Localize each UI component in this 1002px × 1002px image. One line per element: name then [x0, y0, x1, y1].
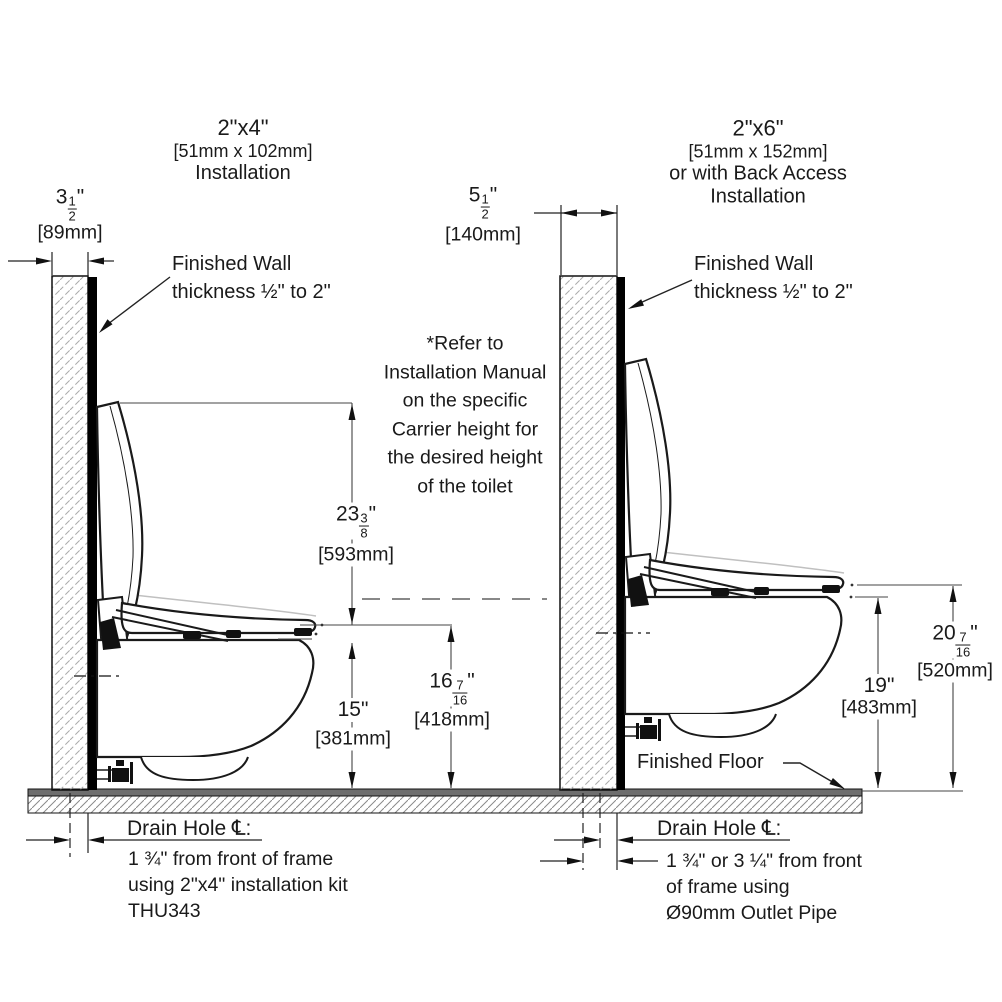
header-left: 2"x4" [51mm x 102mm] Installation	[173, 115, 312, 185]
gap-dot	[320, 623, 324, 627]
toilet-left	[95, 400, 318, 786]
dim-drain-right	[540, 793, 790, 870]
dim-metric-right-wall: [140mm]	[445, 223, 521, 246]
dim-metric-floor-to-seat-right: [520mm]	[914, 659, 996, 683]
dim-whole: 19	[863, 674, 887, 697]
finished-wall-line2: thickness ½" to 2"	[694, 281, 853, 303]
drain-note-line: using 2"x4" installation kit	[128, 874, 348, 896]
note-line: the desired height	[387, 446, 543, 469]
note-line: Carrier height for	[391, 418, 539, 440]
gap-dot	[314, 632, 318, 636]
dim-drain-left	[26, 793, 262, 857]
header-left-metric: [51mm x 102mm]	[173, 141, 313, 161]
header-left-type: Installation	[195, 162, 291, 184]
dim-whole: 23	[335, 502, 360, 526]
leader-finished-floor	[783, 762, 845, 789]
dim-metric-left-wall: [89mm]	[37, 221, 103, 244]
dim-floor-to-seat	[447, 626, 455, 788]
dim-label-floor-to-bowl: 15"	[334, 698, 372, 722]
header-right: 2"x6" [51mm x 152mm] or with Back Access…	[669, 116, 847, 209]
dim-unit: "	[368, 502, 377, 526]
drain-note-line: 1 ¾" from front of frame	[128, 848, 334, 870]
drain-note-line: of frame using	[666, 876, 790, 898]
dim-unit: "	[886, 674, 895, 697]
toilet-right	[623, 357, 846, 743]
left-stud-wall	[51, 275, 97, 791]
dim-unit: "	[360, 698, 369, 721]
dim-lid-to-seat	[120, 402, 452, 626]
dim-unit: "	[489, 183, 498, 207]
dim-floor-to-seat-right	[850, 583, 963, 792]
drain-note-right-title: Drain Hole ℄:	[657, 817, 782, 840]
drain-note-line: 1 ¾" or 3 ¼" from front	[666, 850, 862, 872]
finished-wall-line1: Finished Wall	[694, 253, 814, 275]
dim-metric-floor-to-bowl: [381mm]	[312, 727, 394, 751]
dim-label-floor-to-rim-right: 19"	[860, 674, 898, 698]
dim-right-wall	[534, 205, 618, 275]
note-line: on the specific	[402, 389, 528, 412]
drain-note-left-title: Drain Hole ℄:	[127, 817, 252, 840]
dim-whole: 20	[932, 621, 956, 645]
leader-finished-wall-right	[628, 279, 693, 309]
dim-metric-floor-to-seat: [418mm]	[411, 708, 493, 732]
dim-unit: "	[467, 669, 475, 693]
header-right-type2: Installation	[710, 185, 806, 208]
finished-wall-line1: Finished Wall	[172, 253, 292, 275]
drain-note-line: Ø90mm Outlet Pipe	[666, 902, 838, 924]
carrier-height-note: *Refer to Installation Manual on the spe…	[384, 330, 547, 501]
drain-note-left-body: 1 ¾" from front of frame using 2"x4" ins…	[128, 846, 348, 924]
dim-metric-floor-to-rim-right: [483mm]	[838, 696, 920, 720]
left-finished-wall-strip	[88, 277, 97, 790]
dim-left-wall	[8, 252, 114, 276]
note-line: Installation Manual	[383, 361, 547, 383]
header-right-metric: [51mm x 152mm]	[688, 141, 828, 162]
note-line: of the toilet	[417, 475, 513, 497]
dim-whole: 15	[337, 698, 361, 721]
dim-unit: "	[970, 621, 978, 645]
dim-metric-lid-to-seat: [593mm]	[315, 543, 397, 567]
header-right-type1: or with Back Access	[669, 162, 847, 185]
leader-finished-wall-left	[99, 276, 171, 333]
dim-whole: 16	[429, 669, 453, 693]
header-right-size: 2"x6"	[732, 115, 784, 141]
finished-floor	[27, 788, 863, 814]
finished-floor-label: Finished Floor	[637, 751, 764, 773]
finished-wall-label-left: Finished Wall thickness ½" to 2"	[172, 250, 331, 306]
finished-wall-label-right: Finished Wall thickness ½" to 2"	[694, 250, 853, 306]
finished-wall-line2: thickness ½" to 2"	[172, 281, 331, 303]
note-line: *Refer to	[426, 332, 504, 355]
drain-note-right-body: 1 ¾" or 3 ¼" from front of frame using Ø…	[666, 848, 862, 926]
right-stud-wall	[559, 275, 625, 791]
dim-unit: "	[76, 185, 85, 209]
right-finished-wall-strip	[617, 277, 625, 790]
dim-whole: 5	[468, 183, 481, 207]
header-left-size: 2"x4"	[217, 115, 269, 140]
drain-note-line: THU343	[128, 900, 201, 922]
dim-whole: 3	[55, 185, 68, 209]
